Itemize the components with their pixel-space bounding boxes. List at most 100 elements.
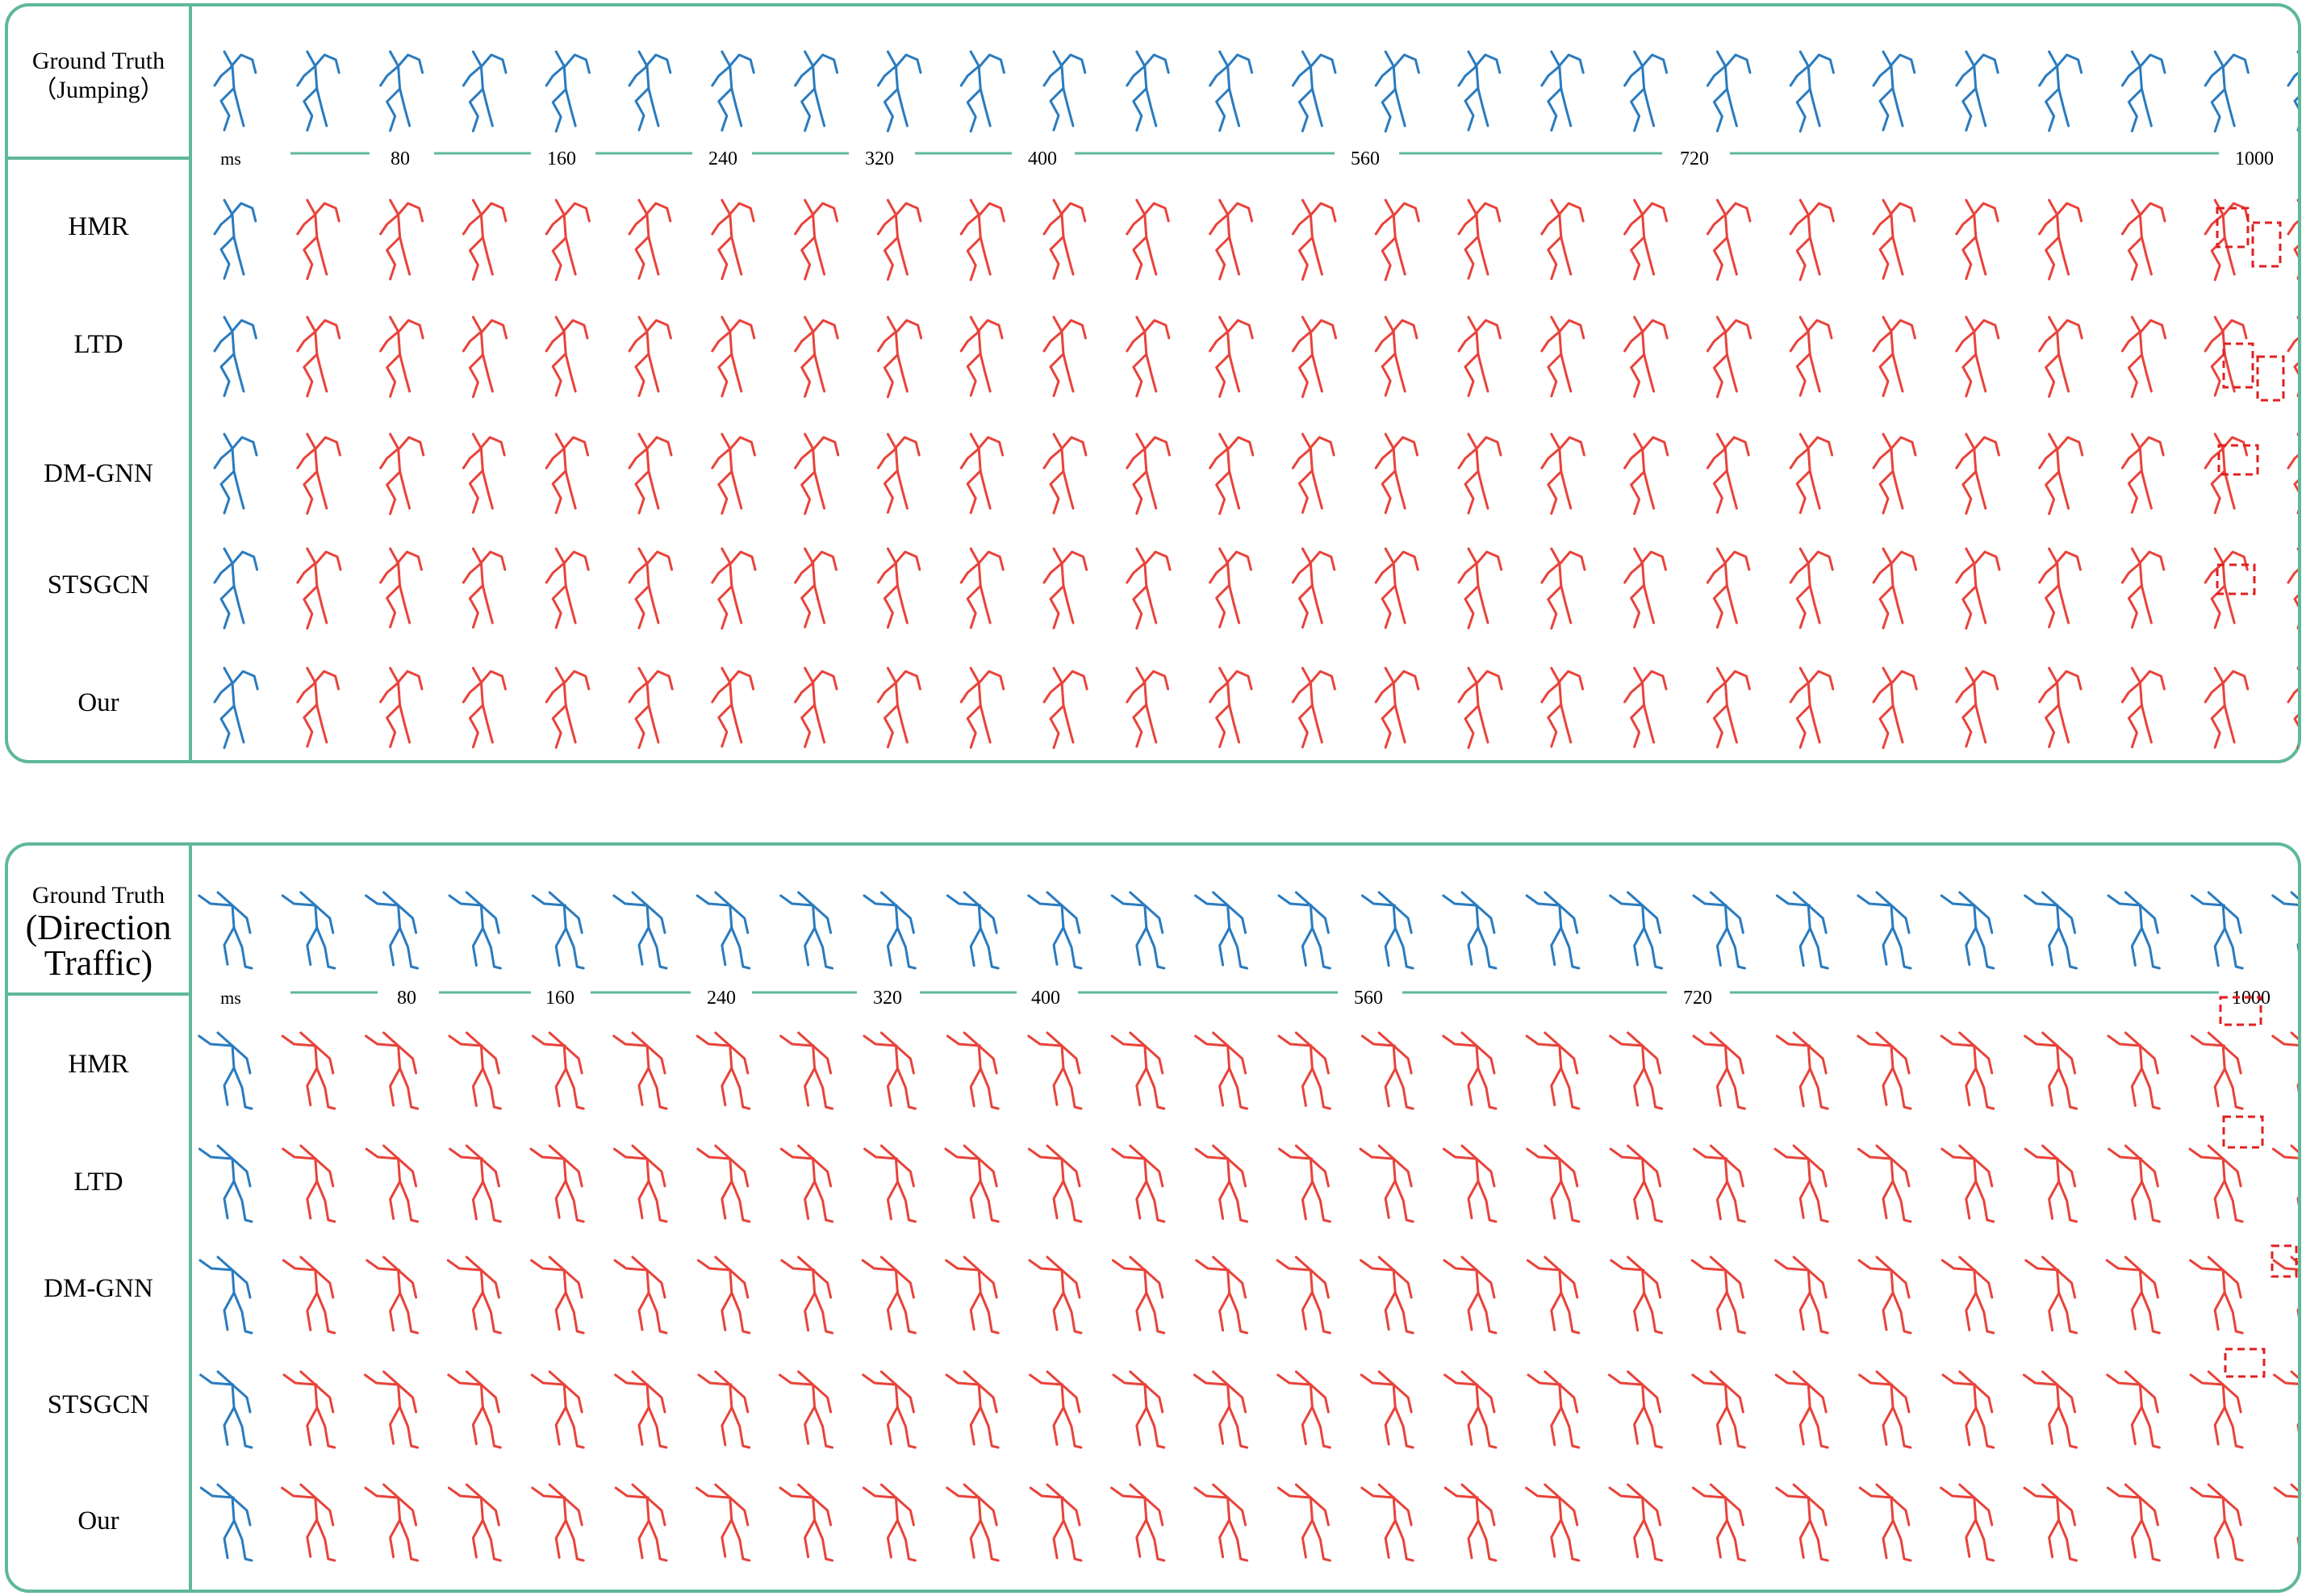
predicted-skeleton xyxy=(711,666,755,748)
predicted-skeleton xyxy=(696,1031,751,1110)
predicted-skeleton xyxy=(2038,666,2083,749)
predicted-skeleton xyxy=(529,1144,585,1223)
ground-truth-skeleton xyxy=(1442,891,1498,970)
ground-truth-skeleton xyxy=(296,50,340,132)
predicted-skeleton xyxy=(1623,198,1669,281)
method-label-ltd: LTD xyxy=(73,330,123,359)
predicted-skeleton xyxy=(628,547,674,629)
predicted-skeleton xyxy=(1042,666,1088,750)
predicted-skeleton xyxy=(2287,547,2298,629)
predicted-skeleton xyxy=(1773,1144,1829,1223)
timeline-tick-400: 400 xyxy=(1028,148,1057,169)
predicted-skeleton xyxy=(1209,315,1254,398)
method-label-hmr: HMR xyxy=(68,1050,129,1079)
predicted-skeleton xyxy=(628,666,674,750)
predicted-skeleton xyxy=(959,315,1004,397)
ground-truth-skeleton xyxy=(213,50,257,132)
predicted-skeleton xyxy=(1126,198,1170,281)
ground-truth-skeleton xyxy=(779,891,834,970)
timeline-unit: ms xyxy=(220,988,241,1008)
ground-truth-skeleton xyxy=(1940,891,1995,970)
predicted-skeleton xyxy=(711,547,757,630)
predicted-skeleton xyxy=(530,1255,585,1335)
predicted-skeleton xyxy=(448,1031,502,1110)
predicted-skeleton xyxy=(1692,1031,1746,1110)
predicted-skeleton xyxy=(462,666,507,749)
predicted-skeleton xyxy=(1195,1255,1249,1335)
method-label-ltd: LTD xyxy=(73,1168,123,1197)
predicted-skeleton xyxy=(1126,432,1171,515)
predicted-skeleton xyxy=(946,1031,1000,1110)
predicted-skeleton xyxy=(1955,666,1999,748)
predicted-skeleton xyxy=(1940,1144,1995,1223)
ground-truth-skeleton xyxy=(2287,50,2298,132)
ground-truth-skeleton xyxy=(876,50,922,132)
predicted-skeleton xyxy=(1110,1031,1166,1110)
predicted-skeleton xyxy=(2273,1483,2298,1546)
action-label: （Jumping） xyxy=(32,77,165,103)
predicted-skeleton xyxy=(1955,315,2000,398)
predicted-skeleton xyxy=(1193,1370,1249,1449)
predicted-skeleton xyxy=(2038,198,2083,281)
ground-truth-skeleton xyxy=(1540,50,1585,132)
predicted-skeleton xyxy=(1706,432,1750,514)
predicted-skeleton xyxy=(2107,1031,2161,1110)
ground-truth-skeleton xyxy=(1457,50,1502,132)
ground-truth-label: Ground Truth （Jumping） xyxy=(8,47,189,105)
predicted-skeleton xyxy=(282,1144,336,1223)
method-label-dm-gnn: DM-GNN xyxy=(44,459,153,488)
predicted-skeleton xyxy=(794,315,839,398)
predicted-skeleton xyxy=(296,315,341,398)
predicted-skeleton xyxy=(863,1144,917,1223)
predicted-skeleton xyxy=(2287,666,2298,750)
predicted-skeleton xyxy=(1042,547,1088,629)
predicted-skeleton xyxy=(531,1031,585,1110)
direction-traffic-panel: Ground Truth (Direction Traffic) HMR LTD… xyxy=(5,842,2301,1593)
predicted-skeleton xyxy=(2024,1144,2078,1223)
predicted-skeleton xyxy=(1111,1144,1166,1223)
predicted-skeleton xyxy=(1789,198,1835,282)
predicted-skeleton xyxy=(363,1370,420,1449)
predicted-skeleton xyxy=(1940,1483,1995,1562)
error-highlight-box xyxy=(2222,342,2254,389)
timeline-tick-400: 400 xyxy=(1031,988,1060,1009)
predicted-skeleton xyxy=(1540,315,1585,398)
predicted-skeleton xyxy=(876,432,921,514)
predicted-skeleton xyxy=(1029,1370,1083,1449)
observed-skeleton xyxy=(213,315,257,398)
predicted-skeleton xyxy=(2106,1483,2161,1562)
predicted-skeleton xyxy=(1443,1370,1498,1449)
predicted-skeleton xyxy=(2120,547,2166,629)
predicted-skeleton xyxy=(959,432,1005,515)
predicted-skeleton xyxy=(1027,1031,1083,1110)
observed-skeleton xyxy=(198,1144,253,1223)
predicted-skeleton xyxy=(862,1370,917,1449)
predicted-skeleton xyxy=(696,1255,751,1335)
ground-truth-skeleton xyxy=(1706,50,1752,132)
predicted-skeleton xyxy=(1858,1483,1912,1562)
ground-truth-skeleton xyxy=(1027,891,1083,970)
ground-truth-skeleton xyxy=(696,891,751,970)
ground-truth-skeleton xyxy=(198,891,253,970)
ground-truth-skeleton xyxy=(1209,50,1254,132)
predicted-skeleton xyxy=(1278,1144,1331,1223)
predicted-skeleton xyxy=(366,1255,420,1335)
timeline-tick-720: 720 xyxy=(1680,148,1709,169)
predicted-skeleton xyxy=(1525,1483,1581,1562)
observed-skeleton xyxy=(199,1370,253,1449)
predicted-skeleton xyxy=(2190,1483,2244,1562)
predicted-skeleton xyxy=(1540,198,1585,281)
header-divider xyxy=(8,157,192,160)
predicted-skeleton xyxy=(1359,1144,1414,1223)
ground-truth-skeleton xyxy=(365,891,420,970)
predicted-skeleton xyxy=(2204,666,2250,749)
predicted-skeleton xyxy=(365,1144,420,1223)
ground-truth-skeleton xyxy=(794,50,839,132)
predicted-skeleton xyxy=(876,547,921,629)
predicted-skeleton xyxy=(462,432,506,514)
jumping-panel: Ground Truth （Jumping） HMR LTD DM-GNN ST… xyxy=(5,3,2301,763)
skeleton-grid: ms 80 160 240 320 400 560 720 1000 xyxy=(198,891,2298,1562)
ground-truth-skeleton xyxy=(1360,891,1414,970)
predicted-skeleton xyxy=(1789,547,1834,629)
predicted-skeleton xyxy=(1112,1370,1166,1449)
